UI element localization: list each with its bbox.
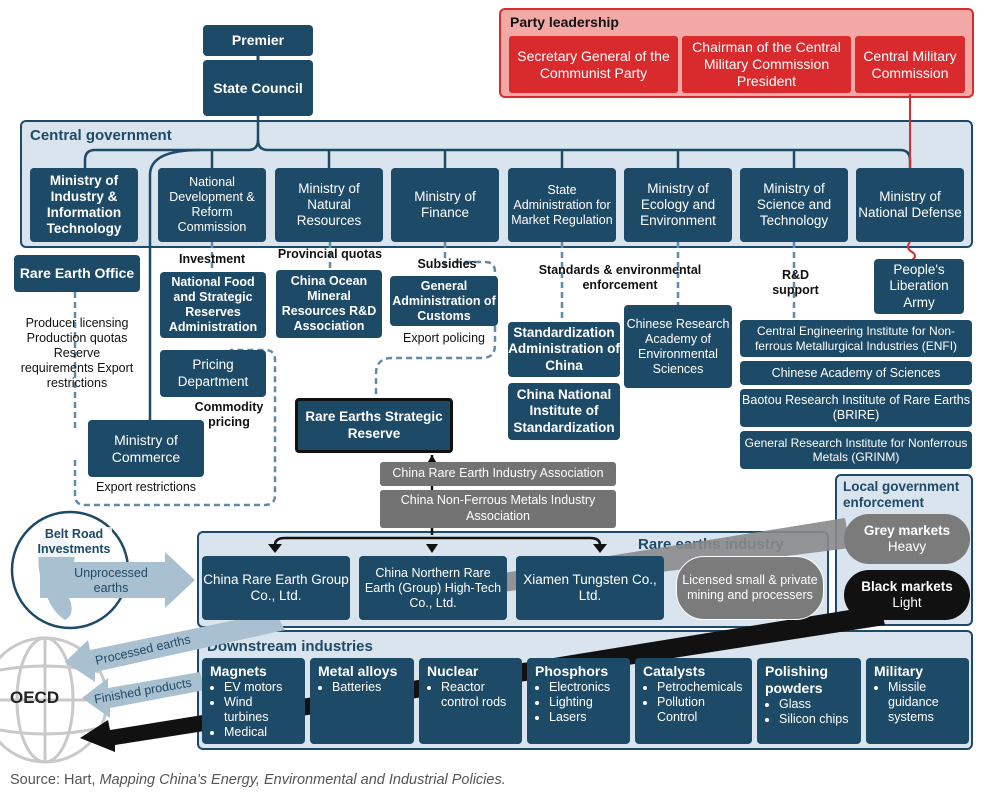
enfi-box: Central Engineering Institute for Non-fe… (740, 320, 972, 357)
sector-name: Phosphors (535, 663, 609, 679)
ministry-finance: Ministry of Finance (391, 168, 499, 242)
sector-item: Batteries (332, 680, 406, 695)
sector-4: CatalystsPetrochemicalsPollution Control (635, 658, 752, 744)
sector-item: Medical (224, 725, 297, 740)
cas-box: Chinese Academy of Sciences (740, 361, 972, 385)
rare-earth-office-box: Rare Earth Office (14, 255, 140, 292)
sector-item: Glass (779, 697, 853, 712)
sector-items: GlassSilicon chips (765, 697, 853, 727)
sector-1: Metal alloysBatteries (310, 658, 414, 744)
sector-item: Lighting (549, 695, 622, 710)
producer-licensing-label: Producer licensing Production quotas Res… (20, 316, 134, 390)
sector-item: Electronics (549, 680, 622, 695)
cra-environmental-box: Chinese Research Academy of Environmenta… (624, 305, 732, 388)
black-markets-sub: Light (892, 595, 922, 610)
sector-item: Silicon chips (779, 712, 853, 727)
sector-item: Petrochemicals (657, 680, 744, 695)
xiamen-tungsten: Xiamen Tungsten Co., Ltd. (516, 556, 664, 620)
sector-item: Missile guidance systems (888, 680, 961, 725)
investment-label: Investment (179, 252, 245, 266)
local-government-title: Local government enforcement (843, 479, 960, 511)
nonferrous-association-box: China Non-Ferrous Metals Industry Associ… (380, 490, 616, 528)
secretary-general-box: Secretary General of the Communist Party (509, 36, 678, 93)
sector-items: PetrochemicalsPollution Control (643, 680, 744, 725)
china-national-institute-box: China National Institute of Standardizat… (508, 383, 620, 440)
grey-markets-title: Grey markets (863, 522, 951, 538)
export-restrictions-label: Export restrictions (95, 480, 197, 494)
sector-name: Catalysts (643, 663, 706, 679)
sector-items: Batteries (318, 680, 406, 695)
party-leadership-title: Party leadership (510, 14, 619, 30)
samr-box: State Administration for Market Regulati… (508, 168, 616, 242)
china-northern-rare-earth: China Northern Rare Earth (Group) High-T… (359, 556, 507, 620)
sector-5: Polishing powdersGlassSilicon chips (757, 658, 861, 744)
source-line: Source: Hart, Mapping China's Energy, En… (10, 772, 506, 788)
source-title: Mapping China's Energy, Environmental an… (99, 772, 506, 788)
grey-markets-sub: Heavy (887, 539, 927, 554)
sector-name: Metal alloys (318, 663, 398, 679)
sector-items: EV motorsWind turbinesMedical (210, 680, 297, 740)
ndrc-box: National Development & Reform Commission (158, 168, 266, 242)
licensed-processors-pill: Licensed small & private mining and proc… (676, 556, 824, 620)
sector-name: Nuclear (427, 663, 479, 679)
china-rare-earth-group: China Rare Earth Group Co., Ltd. (202, 556, 350, 620)
chairman-cmc-box: Chairman of the Central Military Commiss… (682, 36, 851, 93)
ministry-industry-it: Ministry of Industry & Information Techn… (30, 168, 138, 242)
black-markets-title: Black markets (861, 578, 953, 594)
oecd-label: OECD (10, 688, 60, 707)
licensed-processors-label: Licensed small & private mining and proc… (682, 573, 818, 602)
ministry-natural-resources: Ministry of Natural Resources (275, 168, 383, 242)
central-government-title: Central government (30, 127, 172, 144)
belt-road-label: Belt Road Investments (36, 527, 112, 557)
provincial-quotas-label: Provincial quotas (277, 247, 383, 261)
export-policing-label: Export policing (403, 331, 485, 345)
sector-items: Missile guidance systems (874, 680, 961, 725)
source-prefix: Source: Hart, (10, 772, 100, 788)
subsidies-label: Subsidies (417, 257, 477, 271)
sector-item: Pollution Control (657, 695, 744, 725)
premier-box: Premier (203, 25, 313, 56)
grey-markets-pill: Grey markets Heavy (844, 514, 970, 564)
sector-item: Reactor control rods (441, 680, 514, 710)
sector-name: Polishing powders (765, 663, 828, 696)
unprocessed-earths-label: Unprocessed earths (74, 566, 148, 595)
sector-0: MagnetsEV motorsWind turbinesMedical (202, 658, 305, 744)
sector-item: EV motors (224, 680, 297, 695)
state-council-box: State Council (203, 60, 313, 116)
rare-earth-association-box: China Rare Earth Industry Association (380, 462, 616, 486)
sector-6: MilitaryMissile guidance systems (866, 658, 969, 744)
rd-support-label: R&D support (772, 268, 819, 297)
sector-item: Wind turbines (224, 695, 297, 725)
customs-box: General Administration of Customs (390, 276, 498, 326)
central-military-commission-box: Central Military Commission (855, 36, 965, 93)
commodity-pricing-label: Commodity pricing (194, 400, 264, 429)
standards-label: Standards & environmental enforcement (538, 263, 702, 292)
sector-3: PhosphorsElectronicsLightingLasers (527, 658, 630, 744)
standardization-admin-box: Standardization Administration of China (508, 322, 620, 377)
pricing-department-box: Pricing Department (160, 350, 266, 397)
food-reserves-box: National Food and Strategic Reserves Adm… (160, 272, 266, 338)
ministry-science: Ministry of Science and Technology (740, 168, 848, 242)
downstream-industries-title: Downstream industries (207, 638, 373, 655)
brire-box: Baotou Research Institute of Rare Earths… (740, 389, 972, 427)
ministry-ecology: Ministry of Ecology and Environment (624, 168, 732, 242)
ministry-defense: Ministry of National Defense (856, 168, 964, 242)
grinm-box: General Research Institute for Nonferrou… (740, 431, 972, 469)
rare-earths-reserve-box: Rare Earths Strategic Reserve (295, 398, 453, 453)
sector-item: Lasers (549, 710, 622, 725)
sector-2: NuclearReactor control rods (419, 658, 522, 744)
ministry-commerce-box: Ministry of Commerce (88, 420, 204, 477)
sector-name: Magnets (210, 663, 267, 679)
black-markets-pill: Black markets Light (844, 570, 970, 620)
pla-box: People's Liberation Army (874, 259, 964, 314)
sector-items: Reactor control rods (427, 680, 514, 710)
sector-items: ElectronicsLightingLasers (535, 680, 622, 725)
sector-name: Military (874, 663, 924, 679)
china-ocean-box: China Ocean Mineral Resources R&D Associ… (276, 270, 382, 338)
